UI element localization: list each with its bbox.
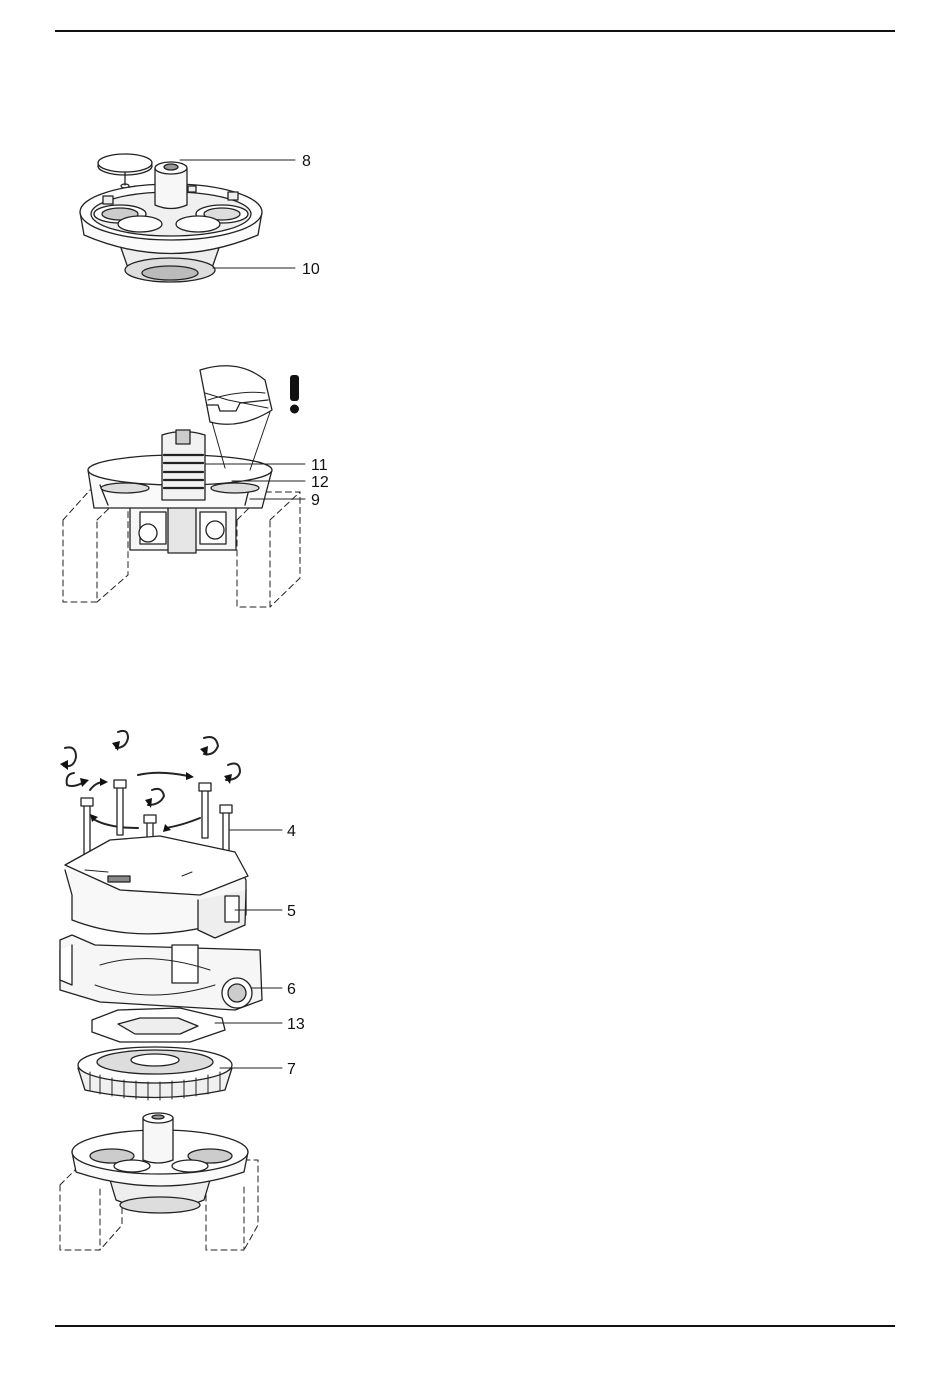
callout-6: 6 [287, 981, 296, 998]
figure-2-cross-section [63, 366, 305, 607]
callout-11: 11 [311, 457, 328, 474]
figure-1-piston-housing [80, 154, 295, 282]
callout-7: 7 [287, 1061, 296, 1078]
callout-9: 9 [311, 492, 320, 509]
callout-5: 5 [287, 903, 296, 920]
figure-3-exploded-assembly [60, 731, 282, 1250]
callout-4: 4 [287, 823, 296, 840]
callout-8: 8 [302, 153, 311, 170]
callout-10: 10 [302, 261, 320, 278]
callout-12: 12 [311, 474, 329, 491]
callout-13: 13 [287, 1016, 305, 1033]
